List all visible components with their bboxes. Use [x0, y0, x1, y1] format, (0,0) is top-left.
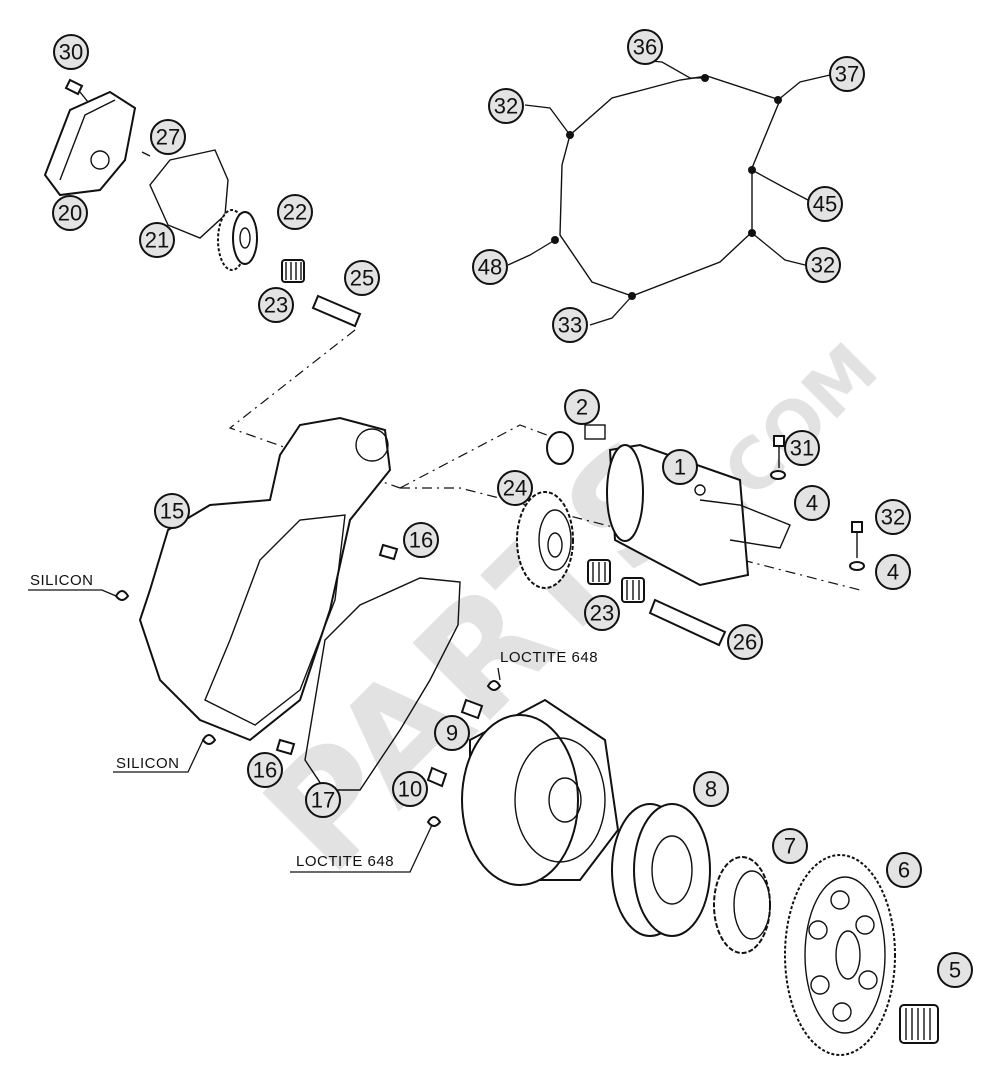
shaft-part-25 [311, 294, 362, 328]
callout-21: 21 [139, 222, 175, 258]
svg-text:26: 26 [733, 630, 757, 655]
shaft-part-26 [648, 598, 727, 647]
note-silicon-bottom: SILICON [116, 755, 180, 772]
callout-5: 5 [937, 952, 973, 988]
callout-16-bottom: 16 [247, 752, 283, 788]
callout-26: 26 [727, 624, 763, 660]
starter-motor-part-1 [584, 424, 791, 587]
callout-32-bottom: 32 [875, 499, 911, 535]
svg-text:32: 32 [811, 253, 835, 278]
leader-lines [28, 59, 831, 873]
bearing-part-23-pair [587, 559, 645, 603]
callout-6: 6 [886, 852, 922, 888]
svg-text:32: 32 [494, 94, 518, 119]
callout-4-bottom: 4 [875, 554, 911, 590]
dowel-pins-part-16 [275, 543, 399, 756]
svg-text:1: 1 [674, 455, 686, 480]
gear-part-22 [217, 209, 258, 271]
screw-part-30 [64, 78, 89, 103]
svg-text:25: 25 [350, 266, 374, 291]
callout-15: 15 [154, 493, 190, 529]
svg-text:23: 23 [590, 601, 614, 626]
note-loctite-bottom: LOCTITE 648 [296, 853, 394, 870]
svg-text:17: 17 [311, 788, 335, 813]
gasket-part-17 [304, 577, 461, 791]
svg-text:2: 2 [576, 395, 588, 420]
callout-32-top: 32 [488, 88, 524, 124]
bearing-part-23-top [281, 259, 305, 283]
svg-text:10: 10 [398, 777, 422, 802]
svg-text:45: 45 [813, 192, 837, 217]
svg-text:36: 36 [633, 35, 657, 60]
callout-22: 22 [277, 194, 313, 230]
svg-text:32: 32 [881, 505, 905, 530]
bolts-and-washers [770, 435, 865, 571]
svg-text:4: 4 [806, 491, 818, 516]
callout-37: 37 [829, 56, 865, 92]
svg-text:5: 5 [949, 958, 961, 983]
callout-48: 48 [472, 249, 508, 285]
svg-text:22: 22 [283, 200, 307, 225]
callout-1: 1 [662, 449, 698, 485]
callout-27: 27 [150, 119, 186, 155]
callout-32-right: 32 [805, 247, 841, 283]
callout-36: 36 [627, 29, 663, 65]
needle-bearing-part-5 [899, 1004, 939, 1044]
callout-20: 20 [52, 195, 88, 231]
freewheel-hub-part-8 [611, 803, 711, 937]
svg-text:30: 30 [59, 40, 83, 65]
bolts-part-9-10 [426, 698, 484, 788]
gasket-cover-outline [551, 74, 782, 300]
svg-text:16: 16 [409, 528, 433, 553]
callout-23-middle: 23 [584, 595, 620, 631]
svg-text:20: 20 [58, 201, 82, 226]
gasket-part-21 [149, 149, 229, 239]
callout-31: 31 [784, 430, 820, 466]
oring-part-2 [546, 431, 574, 465]
sprag-clutch-part-7 [713, 856, 771, 954]
callout-10: 10 [392, 771, 428, 807]
svg-text:6: 6 [898, 858, 910, 883]
svg-text:21: 21 [145, 228, 169, 253]
callout-24: 24 [497, 470, 533, 506]
callout-9: 9 [434, 715, 470, 751]
svg-text:4: 4 [887, 560, 899, 585]
cover-part-20 [43, 90, 137, 197]
callout-33: 33 [552, 307, 588, 343]
svg-text:33: 33 [558, 313, 582, 338]
callout-25: 25 [344, 260, 380, 296]
svg-text:23: 23 [264, 293, 288, 318]
svg-text:37: 37 [835, 62, 859, 87]
svg-text:15: 15 [160, 499, 184, 524]
gear-part-24 [516, 491, 574, 589]
callout-16-top: 16 [403, 522, 439, 558]
svg-text:9: 9 [446, 721, 458, 746]
note-loctite-top: LOCTITE 648 [500, 649, 598, 666]
rotor-flywheel [461, 698, 620, 886]
callout-17: 17 [305, 782, 341, 818]
callout-30: 30 [53, 34, 89, 70]
svg-text:7: 7 [784, 834, 796, 859]
starter-gear-part-6 [784, 854, 896, 1056]
callout-7: 7 [772, 828, 808, 864]
svg-text:8: 8 [705, 777, 717, 802]
svg-text:24: 24 [503, 476, 527, 501]
sealant-notes: SILICON SILICON LOCTITE 648 LOCTITE 648 [30, 572, 598, 870]
note-silicon-top: SILICON [30, 572, 94, 589]
callout-23-top: 23 [258, 287, 294, 323]
callout-8: 8 [693, 771, 729, 807]
svg-text:16: 16 [253, 758, 277, 783]
callout-2: 2 [564, 389, 600, 425]
svg-text:31: 31 [790, 436, 814, 461]
callout-numbers: 30 27 20 21 22 23 25 36 37 32 45 48 32 3… [52, 29, 973, 988]
pin-part-27 [141, 151, 151, 157]
svg-text:48: 48 [478, 255, 502, 280]
callout-45: 45 [807, 186, 843, 222]
callout-4-top: 4 [794, 485, 830, 521]
svg-text:27: 27 [156, 125, 180, 150]
ignition-cover-part-15 [138, 416, 392, 742]
